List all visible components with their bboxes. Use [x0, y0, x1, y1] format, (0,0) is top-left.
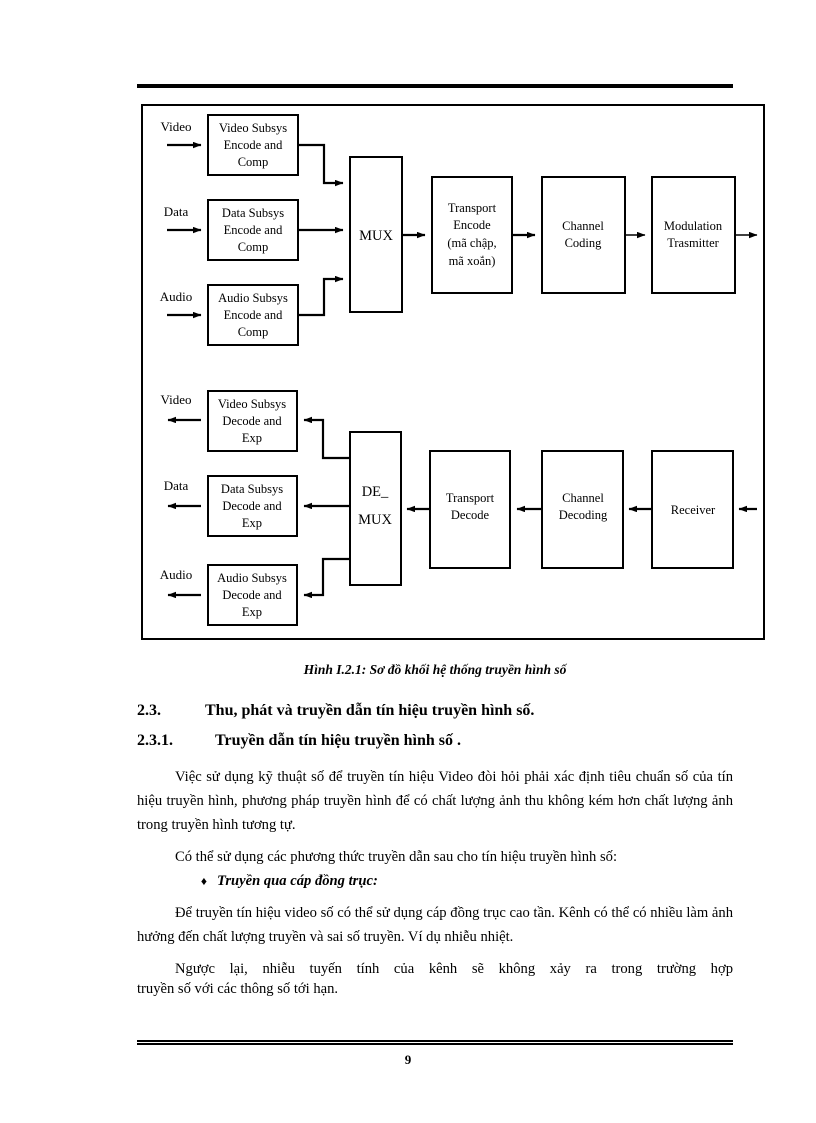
box-transport-decode-line1: Transport — [446, 491, 495, 505]
bullet-marker-icon: ♦ — [200, 874, 207, 888]
arrow-audio-to-mux — [298, 275, 344, 317]
label-input-video: Video — [161, 119, 192, 134]
arrow-demux-to-video — [303, 416, 350, 460]
box-data-encode-line3: Comp — [238, 240, 269, 254]
box-data-decode-line2: Decode and — [222, 499, 282, 513]
box-transport-encode-line4: mã xoắn) — [449, 254, 496, 268]
box-mux — [349, 156, 403, 313]
paragraph-1: Việc sử dụng kỹ thuật số để truyền tín h… — [137, 769, 733, 833]
box-video-decode-line2: Decode and — [222, 414, 282, 428]
heading-2-3-text: Thu, phát và truyền dẫn tín hiệu truyền … — [205, 702, 535, 719]
figure-caption: Hình I.2.1: Sơ đồ khối hệ thống truyền h… — [303, 662, 567, 677]
box-receiver — [651, 450, 734, 569]
arrow-demux-to-audio — [303, 557, 350, 599]
box-audio-decode-line3: Exp — [242, 605, 262, 619]
box-modulation-line2: Trasmitter — [667, 236, 719, 250]
box-transport-encode-line3: (mã chập, — [447, 236, 496, 250]
box-video-encode-line2: Encode and — [224, 138, 283, 152]
box-channel-decoding — [541, 450, 624, 569]
box-audio-decode — [207, 564, 298, 626]
box-transport-encode-line1: Transport — [448, 201, 497, 215]
heading-2-3: 2.3. Thu, phát và truyền dẫn tín hiệu tru… — [137, 702, 733, 720]
heading-2-3-1-text: Truyền dẫn tín hiệu truyền hình số . — [215, 732, 461, 749]
label-output-video: Video — [161, 392, 192, 407]
label-output-data: Data — [164, 478, 189, 493]
box-audio-encode-line2: Encode and — [224, 308, 283, 322]
page-number: 9 — [404, 1052, 412, 1067]
paragraph-4-line2: truyền số với các thông số tới hạn. — [137, 981, 339, 997]
header-rule — [137, 84, 733, 88]
heading-2-3-1-number: 2.3.1. — [137, 732, 173, 749]
box-channel-decoding-line1: Channel — [562, 491, 604, 505]
box-audio-encode — [207, 284, 299, 346]
box-video-decode — [207, 390, 298, 452]
box-video-encode — [207, 114, 299, 176]
box-video-encode-line1: Video Subsys — [219, 121, 287, 135]
box-audio-encode-line1: Audio Subsys — [218, 291, 288, 305]
box-data-decode — [207, 475, 298, 537]
box-channel-decoding-line2: Decoding — [559, 508, 608, 522]
label-output-audio: Audio — [160, 567, 193, 582]
box-channel-coding-line2: Coding — [565, 236, 603, 250]
heading-2-3-number: 2.3. — [137, 702, 161, 719]
box-demux-line1: DE_ — [362, 484, 389, 500]
box-transport-decode-line2: Decode — [451, 508, 490, 522]
box-transport-encode — [431, 176, 513, 294]
bullet-label: Truyền qua cáp đồng trục: — [217, 873, 378, 889]
box-receiver-label: Receiver — [671, 503, 716, 517]
box-channel-coding-line1: Channel — [562, 219, 604, 233]
box-transport-decode — [429, 450, 511, 569]
box-data-decode-line1: Data Subsys — [221, 482, 283, 496]
box-data-decode-line3: Exp — [242, 516, 262, 530]
block-diagram: Video Subsys Encode and Comp Video Data … — [160, 114, 758, 626]
label-input-data: Data — [164, 204, 189, 219]
box-demux-line2: MUX — [358, 512, 392, 528]
arrow-video-to-mux — [298, 143, 344, 187]
box-video-encode-line3: Comp — [238, 155, 269, 169]
paragraph-4-line1: Ngược lại, nhiễu tuyến tính của kênh sẽ … — [175, 961, 733, 977]
box-demux — [349, 431, 402, 586]
box-modulation-transmitter — [651, 176, 736, 294]
footer-rule — [137, 1040, 733, 1045]
label-input-audio: Audio — [160, 289, 193, 304]
box-data-encode-line1: Data Subsys — [222, 206, 284, 220]
paragraph-2: Có thể sử dụng các phương thức truyền dẫ… — [175, 849, 618, 865]
box-audio-decode-line2: Decode and — [222, 588, 282, 602]
bullet-item: ♦ Truyền qua cáp đồng trục: — [137, 873, 733, 890]
box-video-decode-line1: Video Subsys — [218, 397, 286, 411]
heading-2-3-1: 2.3.1. Truyền dẫn tín hiệu truyền hình số… — [137, 732, 733, 750]
box-audio-encode-line3: Comp — [238, 325, 269, 339]
box-mux-label: MUX — [359, 228, 393, 244]
box-video-decode-line3: Exp — [242, 431, 262, 445]
box-data-encode-line2: Encode and — [224, 223, 283, 237]
box-audio-decode-line1: Audio Subsys — [217, 571, 287, 585]
box-modulation-line1: Modulation — [664, 219, 723, 233]
paragraph-4: Ngược lại, nhiễu tuyến tính của kênh sẽ … — [137, 957, 733, 981]
paragraph-3: Để truyền tín hiệu video số có thể sử dụ… — [137, 905, 733, 945]
box-transport-encode-line2: Encode — [453, 218, 491, 232]
box-data-encode — [207, 199, 299, 261]
box-channel-coding — [541, 176, 626, 294]
